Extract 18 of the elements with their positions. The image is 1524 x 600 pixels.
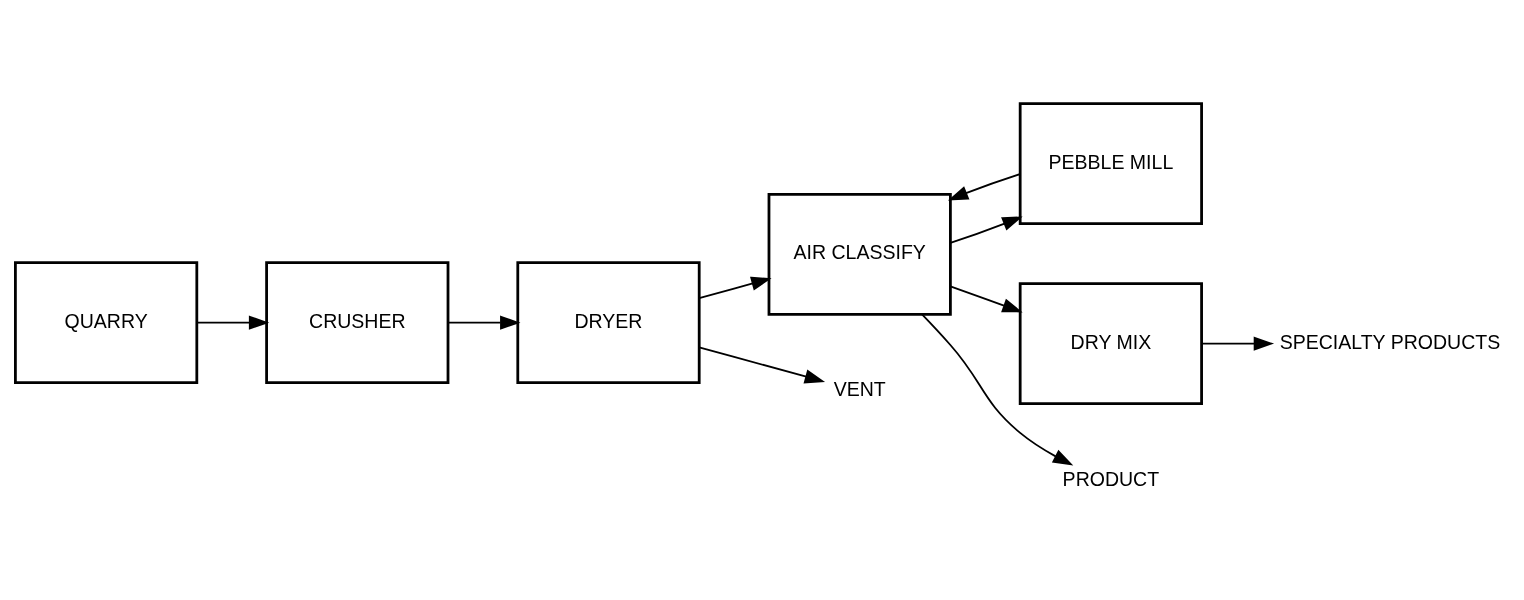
node-box: AIR CLASSIFY [767, 192, 952, 316]
arrow [698, 276, 772, 299]
arrow [947, 173, 1021, 201]
arrow [1200, 336, 1275, 351]
node-box: QUARRY [14, 261, 199, 385]
node-box: DRY MIX [1018, 282, 1203, 405]
arrow [949, 285, 1023, 313]
node-box: CRUSHER [265, 261, 450, 385]
node-box: PEBBLE MILL [1018, 102, 1203, 225]
node-text: VENT [833, 378, 886, 401]
arrow [921, 313, 1074, 466]
arrow [949, 216, 1023, 244]
node-text: PRODUCT [1062, 467, 1160, 490]
arrow [698, 346, 826, 384]
node-box: DRYER [516, 261, 701, 385]
arrow [195, 315, 270, 330]
arrow [447, 315, 521, 330]
node-text: SPECIALTY PRODUCTS [1279, 330, 1501, 353]
